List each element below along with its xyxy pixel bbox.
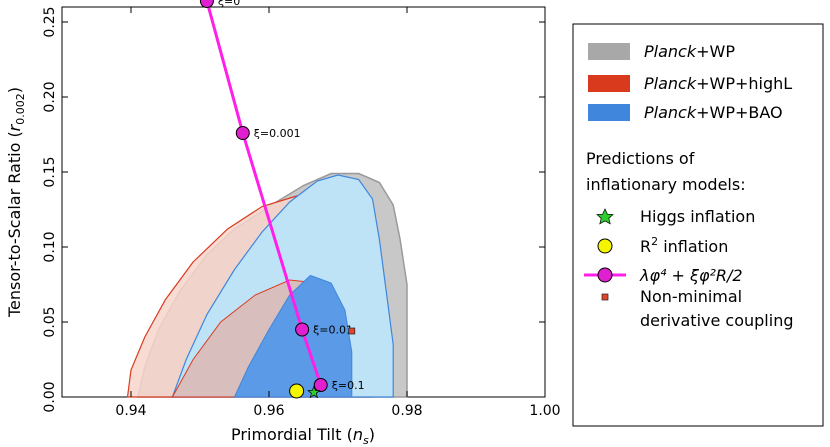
x-tick-label: 0.98: [391, 403, 422, 419]
point-label-phi4-0: ξ=0: [218, 0, 240, 8]
series-line-phi4: [205, 0, 323, 386]
legend-phi-circle-icon: [597, 267, 613, 283]
legend-nonminimal-square-icon: [601, 293, 609, 301]
legend-r2-circle-icon: [597, 238, 613, 254]
legend-models-heading-1: Predictions of: [586, 149, 695, 168]
point-phi4-3: [313, 378, 328, 392]
legend-nonminimal-label-2: derivative coupling: [640, 311, 793, 330]
point-label-phi4-1: ξ=0.001: [254, 127, 301, 140]
x-tick-label: 0.96: [253, 403, 284, 419]
x-axis-subscript: s: [363, 434, 369, 447]
legend-swatch-planck-bao: [588, 104, 630, 121]
legend-nonminimal-label-1: Non-minimal: [640, 287, 742, 306]
point-phi4-2: [295, 322, 310, 337]
chart-marks: ξ=0 ξ=0.001 ξ=0.01 ξ=0.1: [199, 0, 365, 399]
x-axis-label-end: ): [369, 425, 375, 444]
point-phi4-1: [235, 126, 250, 140]
x-tick-label: 1.00: [529, 403, 560, 419]
x-tick-label: 0.94: [115, 403, 146, 419]
y-tick-label: 0.05: [42, 306, 58, 337]
legend-models-heading-2: inflationary models:: [586, 175, 746, 194]
point-phi4-0: [199, 0, 214, 8]
legend-label-planck-bao: Planck+WP+BAO: [644, 103, 783, 122]
y-tick-label: 0.15: [42, 156, 58, 187]
legend-swatch-planck-wp: [588, 43, 630, 60]
y-axis-label: Tensor-to-Scalar Ratio (r0.002): [5, 87, 27, 318]
point-label-phi4-3: ξ=0.1: [332, 379, 365, 392]
x-axis-label-text: Primordial Tilt (: [231, 425, 353, 444]
confidence-contours: [126, 172, 408, 398]
y-axis-label-end: ): [5, 87, 24, 93]
y-tick-label: 0.25: [42, 6, 58, 37]
legend-swatch-planck-highl: [588, 75, 630, 92]
y-axis-subscript: 0.002: [14, 93, 27, 125]
legend-label-planck-highl: Planck+WP+highL: [644, 74, 792, 93]
y-tick-label: 0.10: [42, 231, 58, 262]
point-r2-inflation: [289, 383, 305, 399]
y-axis-symbol: r: [5, 123, 24, 131]
point-higgs-inflation: [307, 385, 321, 399]
legend-r2-label: R2 inflation: [640, 235, 728, 256]
y-tick-label: 0.00: [42, 381, 58, 412]
point-label-phi4-2: ξ=0.01: [313, 324, 353, 337]
contour-planck-bao-inner: [233, 274, 353, 398]
x-axis-label: Primordial Tilt (ns): [231, 425, 375, 447]
legend-higgs-label: Higgs inflation: [640, 207, 755, 226]
legend-phi-label: λφ⁴ + ξφ²R/2: [639, 266, 743, 285]
point-nonminimal-coupling: [348, 327, 356, 335]
x-axis-symbol: n: [353, 425, 363, 444]
axis-ticks: 0.94 0.96 0.98 1.00 0.00 0.05 0.10 0.15 0.20 0.25: [42, 6, 561, 419]
legend-higgs-star-icon: [596, 208, 614, 225]
y-axis-label-text: Tensor-to-Scalar Ratio (: [5, 131, 24, 318]
legend-label-planck-wp: Planck+WP: [644, 42, 735, 61]
y-tick-label: 0.20: [42, 81, 58, 112]
